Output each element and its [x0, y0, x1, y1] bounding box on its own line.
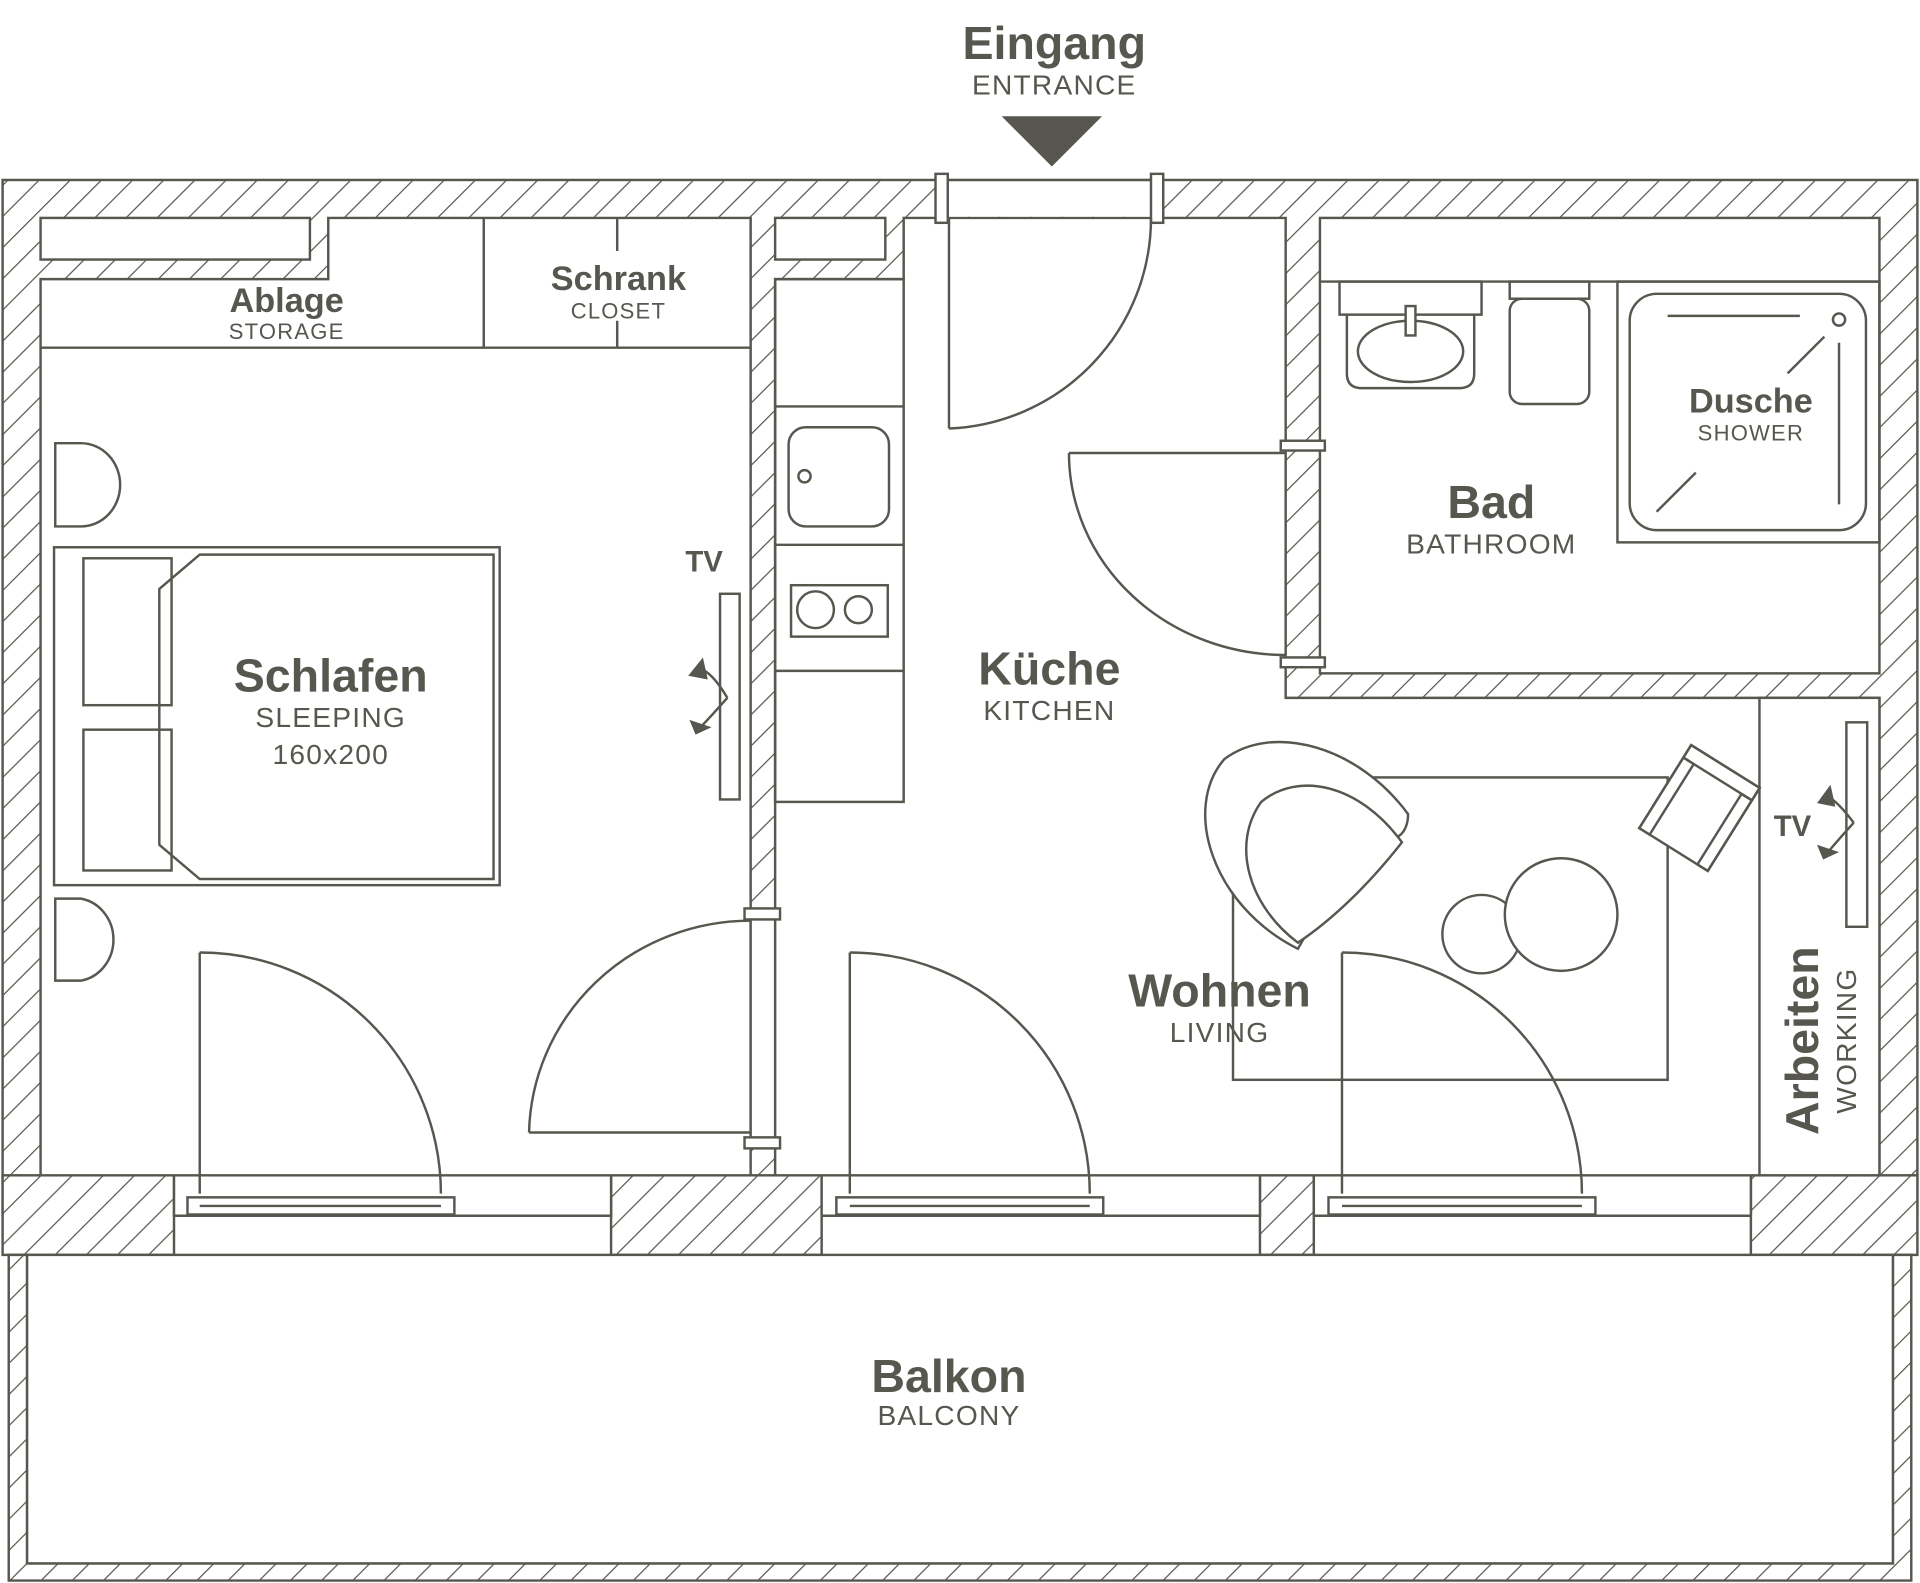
kitchen-sink — [787, 426, 891, 528]
toilet — [1508, 280, 1591, 406]
kitchen-title: Küche — [978, 642, 1120, 694]
entrance-subtitle: ENTRANCE — [972, 69, 1137, 100]
coffee-table — [1503, 856, 1619, 973]
bathroom-door[interactable] — [1067, 439, 1327, 669]
nightstand — [54, 441, 122, 528]
tv-working — [1845, 721, 1869, 929]
storage-shelf — [39, 216, 312, 261]
closet-title: Schrank — [551, 260, 687, 298]
sleeping-subtitle: SLEEPING — [255, 702, 406, 733]
wall-pier — [1258, 1174, 1316, 1257]
sleeping-kitchen-door[interactable] — [527, 907, 782, 1150]
tv-sleeping — [718, 592, 741, 801]
shower-title: Dusche — [1689, 383, 1813, 421]
tv-label-sleeping: TV — [685, 546, 723, 579]
tv-label-working: TV — [1774, 810, 1812, 843]
desk-chair — [1637, 743, 1762, 873]
entrance-opening[interactable] — [940, 178, 1158, 217]
sleeping-title: Schlafen — [234, 650, 428, 702]
shower — [1616, 280, 1881, 544]
living-balcony-door[interactable] — [1327, 951, 1597, 1216]
kitchen-balcony-door[interactable] — [835, 951, 1105, 1216]
rotate-arrows-icon — [1816, 784, 1855, 860]
working-area — [1758, 696, 1881, 1177]
bathroom-title: Bad — [1447, 476, 1535, 528]
closet-subtitle: CLOSET — [571, 298, 666, 323]
balcony — [25, 1253, 1895, 1565]
living-subtitle: LIVING — [1170, 1017, 1270, 1048]
working-title: Arbeiten — [1776, 946, 1828, 1135]
rug — [1231, 776, 1669, 1082]
wall-pier — [1, 1174, 176, 1257]
nightstand — [54, 897, 115, 982]
balcony-title: Balkon — [871, 1350, 1026, 1402]
bed-size: 160x200 — [272, 739, 389, 770]
bed — [52, 546, 501, 887]
entrance-door[interactable] — [947, 217, 1153, 430]
sleeping-balcony-door[interactable] — [186, 951, 456, 1216]
rotate-arrows-icon — [688, 657, 729, 735]
shower-subtitle: SHOWER — [1698, 421, 1804, 446]
entrance-title: Eingang — [963, 17, 1146, 69]
kitchen-subtitle: KITCHEN — [983, 695, 1115, 726]
armchair — [1204, 740, 1410, 951]
cooktop — [789, 583, 889, 638]
entrance-arrow-icon — [1001, 116, 1103, 167]
balcony-subtitle: BALCONY — [877, 1400, 1020, 1431]
wall-pier — [609, 1174, 823, 1257]
storage-subtitle: STORAGE — [229, 319, 345, 344]
storage-title: Ablage — [230, 282, 344, 320]
bathroom-subtitle: BATHROOM — [1406, 528, 1576, 559]
kitchen-shelf — [773, 216, 887, 261]
working-subtitle: WORKING — [1831, 968, 1862, 1114]
wall-pier — [1749, 1174, 1919, 1257]
kitchen-counter — [773, 277, 905, 804]
living-title: Wohnen — [1128, 964, 1311, 1016]
bathroom-sink — [1338, 280, 1483, 390]
